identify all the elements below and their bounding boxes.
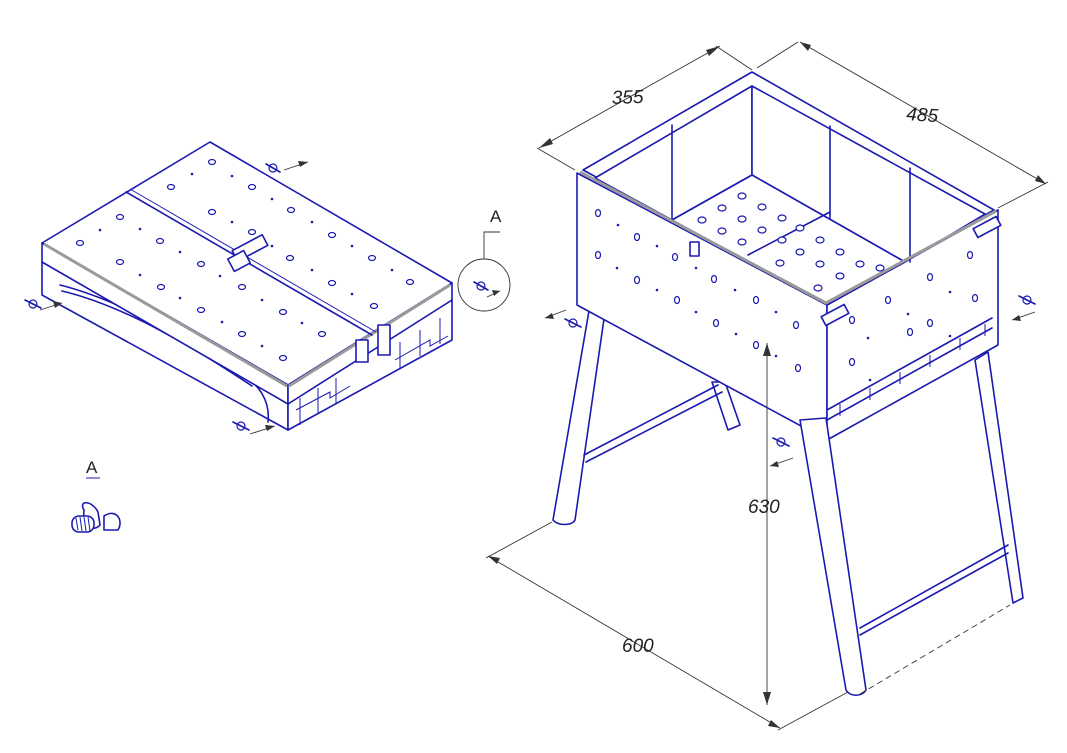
svg-text:485: 485 — [906, 104, 940, 127]
detail-view: A — [71, 458, 121, 533]
dimension-630: 630 — [748, 343, 780, 705]
callout-label: A — [490, 207, 502, 226]
detail-view-label: A — [86, 458, 98, 477]
svg-text:600: 600 — [622, 636, 654, 657]
detail-callout: A — [457, 207, 511, 312]
dimension-355: 355 — [536, 45, 753, 171]
dimension-600: 600 — [485, 521, 1011, 731]
wing-nut-icon — [544, 309, 582, 328]
folded-grill-case — [24, 141, 453, 435]
svg-text:630: 630 — [748, 497, 780, 518]
lid-dots — [98, 172, 394, 348]
lid-holes — [75, 158, 415, 362]
end-holes — [848, 250, 979, 382]
grate-holes — [697, 192, 885, 292]
svg-text:355: 355 — [611, 87, 644, 109]
wing-nut-icon — [71, 501, 121, 533]
side-holes — [594, 208, 802, 373]
dimension-485: 485 — [756, 41, 1049, 209]
wing-nut-icon — [24, 299, 63, 311]
wing-nut-icon — [265, 161, 309, 173]
wing-nut-icon — [769, 437, 794, 467]
wing-nut-icon — [232, 421, 276, 435]
assembled-grill — [544, 71, 1036, 697]
handle — [689, 241, 700, 257]
wing-nut-icon — [1011, 295, 1036, 321]
